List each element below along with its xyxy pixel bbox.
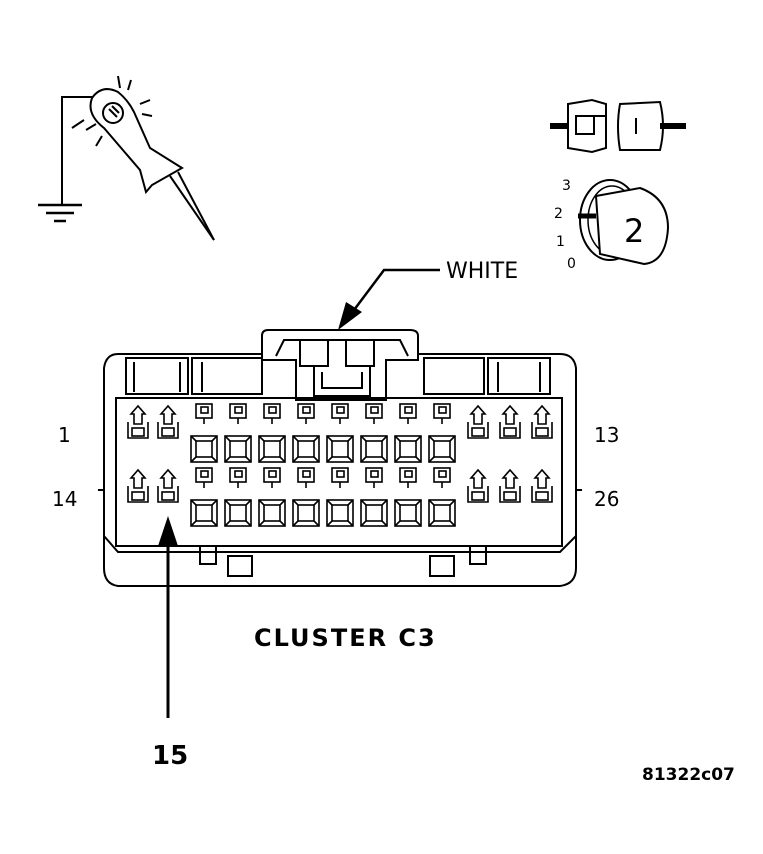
pin-15-arrow	[158, 516, 178, 718]
ground-icon	[38, 203, 82, 223]
pin-cavity-9	[394, 403, 422, 463]
pin-cavity-26	[531, 468, 553, 503]
pin-cavity-22	[394, 467, 422, 527]
pin-cavity-3	[190, 403, 218, 463]
pin-cavity-23	[428, 467, 456, 527]
connector-title: CLUSTER C3	[254, 624, 437, 652]
pin-label-1: 1	[58, 423, 71, 447]
pin-label-26: 26	[594, 487, 619, 511]
meter-selector-value: 2	[624, 212, 644, 250]
pin-cavity-5	[258, 403, 286, 463]
pin-cavity-12	[499, 404, 521, 439]
pin-cavity-20	[326, 467, 354, 527]
pin-cavity-6	[292, 403, 320, 463]
white-callout: WHITE	[338, 259, 518, 330]
test-probe-icon	[38, 75, 215, 241]
pin-cavity-10	[428, 403, 456, 463]
meter-scale-2: 2	[554, 206, 563, 222]
pin-cavity-21	[360, 467, 388, 527]
pin-cavity-18	[258, 467, 286, 527]
pin-cavity-8	[360, 403, 388, 463]
pin-cavity-19	[292, 467, 320, 527]
pin-cavity-13	[531, 404, 553, 439]
pin-cavity-17	[224, 467, 252, 527]
pin-cavity-4	[224, 403, 252, 463]
connector-probe-icon	[550, 98, 686, 154]
pin-cavity-24	[467, 468, 489, 503]
pin-cavity-14	[127, 468, 149, 503]
pin-cavity-15	[157, 468, 179, 503]
pin-cavity-7	[326, 403, 354, 463]
pin-cavity-16	[190, 467, 218, 527]
pin-cavity-1	[127, 404, 149, 439]
meter-scale-0: 0	[567, 256, 576, 272]
connector-body	[98, 329, 582, 587]
pin-cavity-2	[157, 404, 179, 439]
highlighted-pin-label: 15	[152, 741, 188, 771]
figure-id: 81322c07	[642, 765, 735, 785]
pin-cavity-11	[467, 404, 489, 439]
pin-label-13: 13	[594, 423, 619, 447]
connector-color-label: WHITE	[446, 259, 518, 284]
multimeter-selector-icon: 3 2 1 0 2	[554, 178, 670, 272]
pin-label-14: 14	[52, 487, 77, 511]
meter-scale-1: 1	[556, 234, 565, 250]
meter-scale-3: 3	[562, 178, 571, 194]
pin-cavities	[127, 403, 553, 527]
pin-cavity-25	[499, 468, 521, 503]
